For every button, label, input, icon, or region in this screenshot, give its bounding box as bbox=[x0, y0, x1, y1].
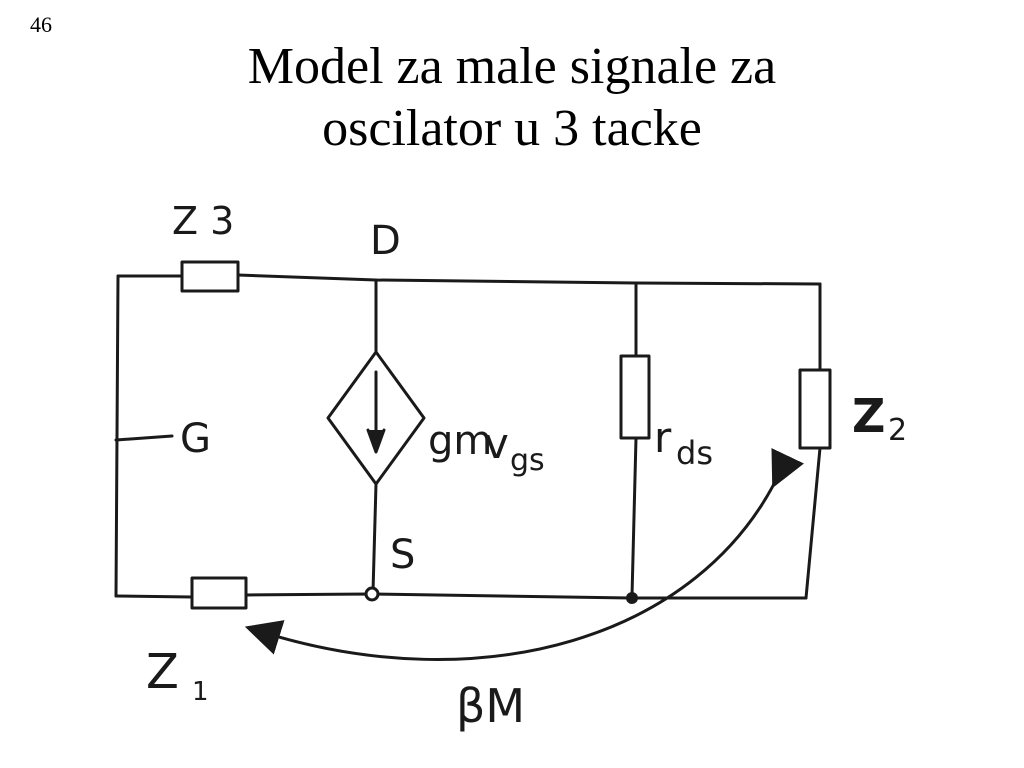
rds-label: r bbox=[654, 413, 672, 462]
slide-title-line-2: oscilator u 3 tacke bbox=[322, 100, 702, 157]
rds-subscript: ds bbox=[676, 434, 713, 472]
z1-impedance bbox=[190, 576, 248, 610]
page-number: 46 bbox=[30, 12, 52, 37]
top-wire bbox=[116, 273, 822, 286]
z2-subscript: 2 bbox=[888, 413, 907, 448]
z3-impedance bbox=[180, 260, 240, 293]
slide-title: Model za male signale za oscilator u 3 t… bbox=[0, 36, 1024, 160]
rds-node bbox=[626, 592, 638, 604]
z3-label: Z 3 bbox=[172, 199, 234, 243]
rds-resistor bbox=[619, 354, 651, 440]
source-label: S bbox=[390, 532, 415, 578]
z1-label: Z bbox=[146, 644, 179, 700]
drain-label: D bbox=[370, 218, 401, 264]
v-label: v bbox=[484, 419, 509, 468]
z2-branch-wire bbox=[804, 282, 822, 600]
z1-subscript: 1 bbox=[192, 677, 209, 707]
left-wire bbox=[114, 274, 120, 598]
z2-impedance bbox=[798, 368, 832, 450]
gate-wire bbox=[114, 434, 174, 442]
feedback-arrow bbox=[244, 448, 804, 661]
gm-label: gm bbox=[428, 418, 492, 464]
bottom-wire bbox=[114, 592, 808, 600]
source-node bbox=[364, 586, 380, 602]
z2-label: Z bbox=[852, 389, 885, 443]
feedback-label: βM bbox=[456, 679, 525, 733]
slide-title-line-1: Model za male signale za bbox=[247, 38, 777, 95]
gate-label: G bbox=[180, 416, 211, 462]
gs-subscript: gs bbox=[510, 443, 545, 478]
